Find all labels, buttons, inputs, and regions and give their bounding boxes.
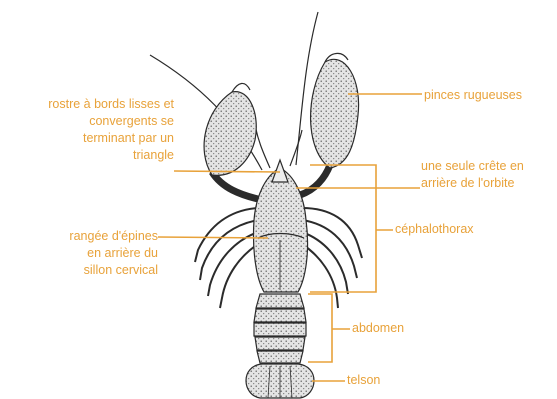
legs-left: [195, 208, 258, 308]
crayfish-illustration: [150, 12, 362, 398]
label-rostre: rostre à bords lisses et convergents se …: [6, 96, 174, 164]
label-crete: une seule crête en arrière de l'orbite: [421, 158, 524, 192]
legs-right: [302, 208, 362, 308]
label-telson: telson: [347, 372, 380, 389]
abdomen-segments: [254, 294, 306, 363]
cephalothorax: [253, 168, 307, 292]
label-cephalothorax: céphalothorax: [395, 221, 474, 238]
left-claw: [204, 83, 262, 200]
label-abdomen: abdomen: [352, 320, 404, 337]
bracket-abdomen: [308, 294, 350, 362]
label-pinces: pinces rugueuses: [424, 87, 522, 104]
leader-rostre: [174, 171, 280, 172]
label-epines: rangée d'épines en arrière du sillon cer…: [6, 228, 158, 279]
right-claw: [300, 53, 359, 195]
leader-epines: [158, 237, 268, 238]
